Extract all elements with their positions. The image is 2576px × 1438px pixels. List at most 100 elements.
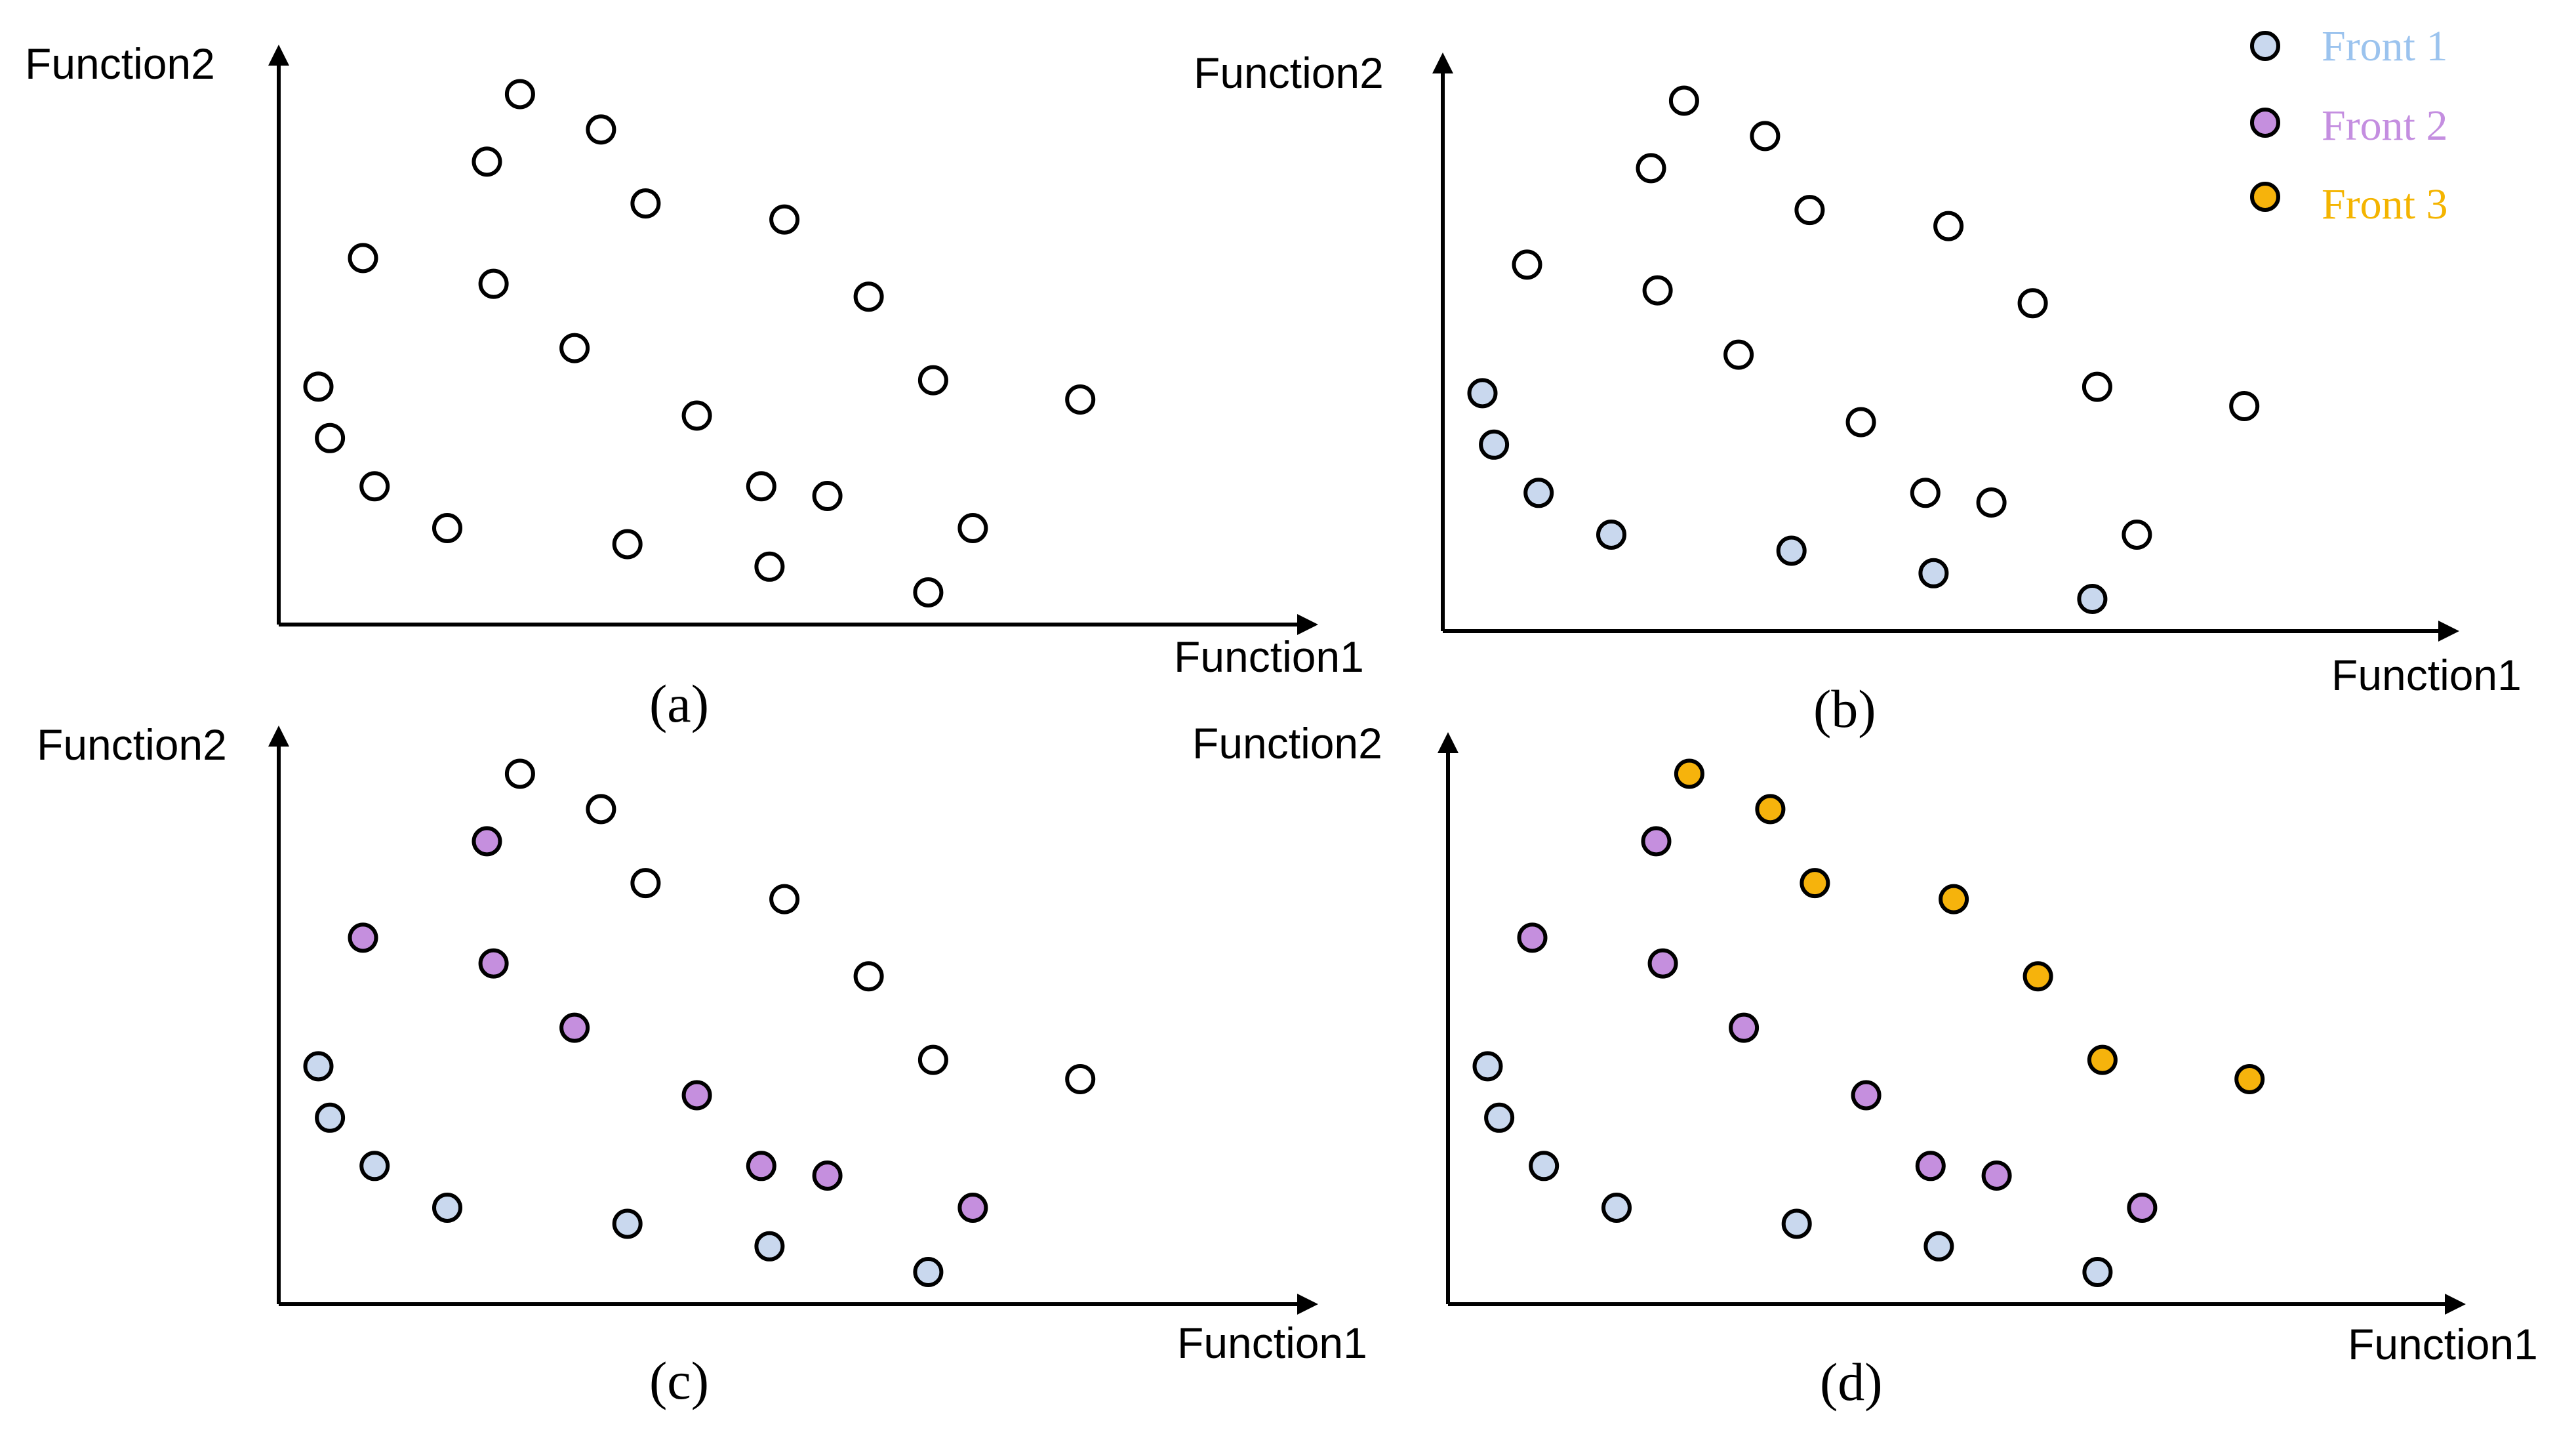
data-point <box>1729 1012 1760 1043</box>
panel-d: Function2 Function1 (d) <box>1192 719 2538 1412</box>
data-point <box>359 1151 390 1181</box>
y-axis-label: Function2 <box>37 720 227 769</box>
data-point <box>1517 922 1548 953</box>
data-point <box>1674 758 1704 789</box>
data-point <box>586 794 616 825</box>
data-point <box>812 481 843 511</box>
data-point <box>1065 1064 1096 1094</box>
data-point <box>504 758 535 789</box>
data-point <box>1668 85 1699 116</box>
panel-b: Function2 Function1 (b) <box>1194 49 2522 739</box>
data-point <box>769 204 800 235</box>
data-point <box>1910 478 1941 508</box>
data-point <box>2127 1193 2158 1223</box>
data-point <box>681 1080 712 1111</box>
data-point <box>917 365 948 396</box>
data-point <box>1845 407 1876 438</box>
data-point <box>853 961 884 992</box>
data-point <box>348 922 378 953</box>
x-axis-label: Function1 <box>1174 632 1364 681</box>
y-axis-arrowhead <box>1438 732 1459 753</box>
panel-caption: (b) <box>1813 679 1876 739</box>
y-axis-arrowhead <box>268 45 289 66</box>
data-point <box>746 471 776 502</box>
legend-label-front-2: Front 2 <box>2322 102 2448 150</box>
data-point <box>1939 884 1969 914</box>
data-point <box>1484 1102 1515 1133</box>
x-axis-label: Function1 <box>2348 1320 2538 1368</box>
data-point <box>1642 275 1673 306</box>
data-point <box>478 268 509 299</box>
data-point <box>612 1208 643 1239</box>
data-point <box>612 529 643 560</box>
data-point <box>1794 195 1825 226</box>
data-point <box>1636 153 1666 184</box>
data-point <box>1981 1161 2012 1191</box>
data-point <box>754 1231 785 1262</box>
data-point <box>1755 794 1786 825</box>
data-point <box>303 1051 334 1082</box>
legend-item-front-2: Front 2 <box>2250 102 2448 150</box>
data-point <box>1800 868 1830 899</box>
data-point <box>913 1257 944 1287</box>
data-point <box>478 948 509 979</box>
data-point <box>1781 1208 1812 1239</box>
data-point <box>2023 961 2053 992</box>
data-point <box>1641 826 1672 857</box>
data-point <box>2082 1257 2113 1287</box>
data-point <box>2017 288 2048 319</box>
data-point <box>913 577 944 607</box>
data-point <box>1596 520 1626 550</box>
data-point <box>348 243 378 274</box>
data-point <box>586 114 616 145</box>
data-point <box>303 371 334 402</box>
data-point <box>1915 1151 1946 1181</box>
data-point <box>812 1161 843 1191</box>
legend: Front 1 Front 2 Front 3 <box>2250 22 2448 228</box>
point-group <box>1472 758 2265 1287</box>
data-point <box>754 551 785 582</box>
data-point <box>1601 1193 1632 1223</box>
data-point <box>504 79 535 110</box>
data-point <box>630 188 661 219</box>
data-point <box>1918 558 1949 588</box>
legend-item-front-3: Front 3 <box>2250 180 2448 228</box>
data-point <box>2122 520 2152 550</box>
y-axis-arrowhead <box>1432 52 1453 73</box>
data-point <box>1976 487 2007 518</box>
data-point <box>746 1151 776 1181</box>
legend-swatch-front-3 <box>2250 182 2280 212</box>
x-axis-arrowhead <box>1297 614 1318 635</box>
data-point <box>853 281 884 312</box>
data-point <box>1467 378 1498 409</box>
legend-label-front-3: Front 3 <box>2322 180 2448 228</box>
y-axis-arrowhead <box>268 726 289 747</box>
legend-swatch-front-2 <box>2250 108 2280 138</box>
x-axis-arrowhead <box>2445 1294 2466 1315</box>
x-axis-arrowhead <box>1297 1294 1318 1315</box>
data-point <box>681 400 712 431</box>
x-axis-label: Function1 <box>2331 651 2522 699</box>
data-point <box>2082 371 2112 402</box>
data-point <box>1479 429 1510 460</box>
data-point <box>1776 535 1807 566</box>
data-point <box>315 422 346 453</box>
point-group <box>303 758 1096 1287</box>
panel-caption: (d) <box>1820 1352 1883 1412</box>
data-point <box>1851 1080 1882 1111</box>
legend-label-front-1: Front 1 <box>2322 22 2448 70</box>
panel-caption: (a) <box>649 674 709 733</box>
panel-c: Function2 Function1 (c) <box>37 720 1367 1410</box>
data-point <box>957 513 988 543</box>
point-group <box>303 79 1096 607</box>
data-point <box>1472 1051 1503 1082</box>
data-point <box>1523 478 1554 508</box>
panel-caption: (c) <box>649 1351 709 1410</box>
data-point <box>917 1044 948 1075</box>
data-point <box>472 826 502 857</box>
point-group <box>1467 85 2260 614</box>
panel-a: Function2 Function1 (a) <box>25 39 1364 733</box>
data-point <box>1750 121 1781 152</box>
data-point <box>315 1102 346 1133</box>
